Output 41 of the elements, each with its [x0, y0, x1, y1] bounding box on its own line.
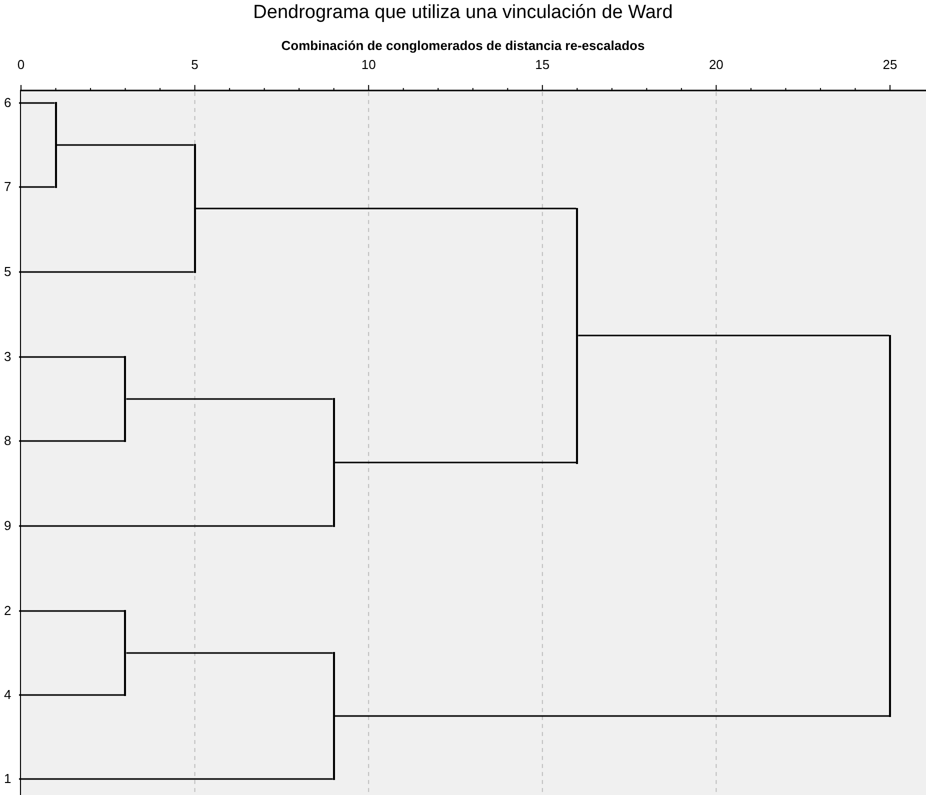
axis-tick-label: 10	[360, 57, 377, 72]
axis-tick-label: 25	[882, 57, 898, 72]
dendrogram-branch-line	[56, 144, 194, 146]
dendrogram-branch-line	[334, 462, 576, 464]
axis-tick-label: 15	[534, 57, 551, 72]
junction-line	[332, 652, 335, 780]
chart-title: Dendrograma que utiliza una vinculación de Ward	[252, 2, 674, 24]
axis-tick-label: 20	[708, 57, 724, 72]
dendrogram-branch-line	[19, 356, 124, 358]
leaf-label: 8	[4, 434, 18, 448]
axis-tick-label: 5	[190, 57, 200, 72]
leaf-label: 1	[4, 772, 18, 786]
dendrogram-branch-line	[196, 208, 576, 210]
dendrogram-branch-line	[126, 652, 333, 654]
leaf-label: 2	[4, 604, 18, 618]
junction-line	[124, 356, 126, 442]
dendrogram-branch-line	[19, 271, 194, 273]
dendrogram-branch-line	[19, 186, 55, 188]
leaf-label: 4	[4, 688, 18, 702]
leaf-label: 5	[4, 265, 18, 279]
leaf-label: 9	[4, 519, 18, 533]
dendrogram-branch-line	[19, 102, 55, 104]
axis-tick-label: 0	[16, 57, 26, 72]
junction-line	[332, 398, 335, 527]
dendrogram-branch-line	[19, 778, 333, 780]
dendrogram-branch-line	[19, 440, 124, 442]
dendrogram-branch-line	[19, 610, 124, 612]
junction-line	[194, 144, 196, 273]
dendrogram-branch-line	[578, 334, 889, 336]
dendrogram-branch-line	[126, 398, 333, 400]
leaf-label: 6	[4, 96, 18, 110]
junction-line	[54, 102, 57, 188]
junction-line	[889, 334, 891, 717]
leaf-label: 3	[4, 350, 18, 364]
junction-line	[124, 610, 126, 696]
axis-title: Combinación de conglomerados de distancia re-escalados	[280, 38, 646, 53]
dendrogram-branch-line	[19, 525, 333, 527]
junction-line	[576, 208, 578, 464]
dendrogram-branch-line	[334, 715, 889, 717]
leaf-label: 7	[4, 180, 18, 194]
dendrogram-branch-line	[19, 694, 124, 696]
